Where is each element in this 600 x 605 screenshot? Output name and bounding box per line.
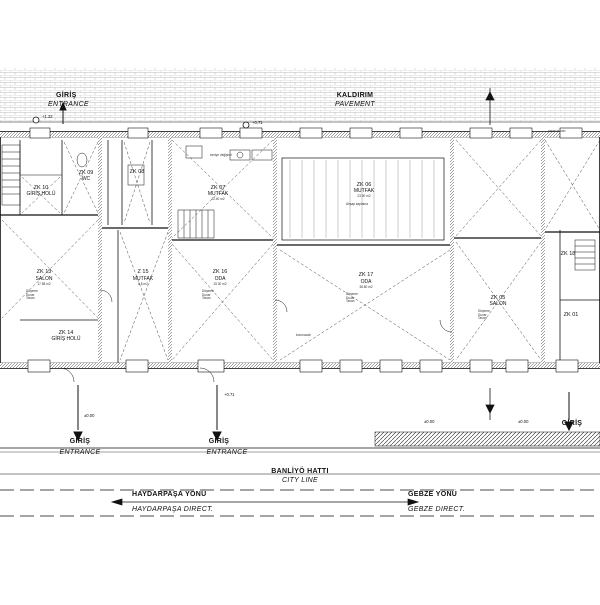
room-name: MUTFAK [132,276,154,282]
room-area: 17.58 m2 [37,282,51,286]
room-id: ZK 16 [212,269,228,275]
room-id: ZK 06 [356,182,372,188]
door-swings [59,289,453,383]
room-name: MUTFAK [353,188,375,194]
room-name: SALON [489,301,507,307]
ceiling-label: Tavan [202,296,211,301]
entrance-label-tr: GİRİŞ [69,438,91,445]
room-id: ZK 08 [129,169,145,175]
elevation-mark: ±0.00 [84,413,95,418]
wall-label: Duvar [346,295,355,300]
elevation-mark: +0.71 [224,392,235,397]
room-name: WC [81,176,91,182]
city-line-label-tr: BANLİYÖ HATTI [271,468,329,475]
entrance-label-en: ENTRANCE [48,101,89,108]
room-id: ZK 07 [210,185,226,191]
room-id: ZK 01 [563,312,579,318]
rail-platform [374,431,600,447]
room-area: 22.40 m2 [211,197,225,201]
room-name: GİRİŞ HOLÜ [26,191,56,197]
room-id: ZK 18 [560,251,576,257]
stair [1,144,21,206]
pavement-label-tr: KALDIRIM [336,92,374,99]
haydarpasa-direction-tr: HAYDARPAŞA YÖNÜ [132,491,207,498]
ceiling-label: Tavan [346,299,355,304]
wall-label: Duvar [26,292,35,297]
room-id: ZK 14 [58,330,74,336]
kitchen-floor-lines [281,157,445,241]
material-notes: Döşeme Duvar Tavan [26,289,38,301]
wall-label: Duvar [478,312,487,317]
material-notes: Döşeme Duvar Tavan [478,309,490,321]
gebze-direction-tr: GEBZE YÖNÜ [408,491,458,498]
floor-finish: Ahşap kaplama [346,202,368,206]
elevation-mark: +1.22 [42,114,53,119]
room-id: ZK 13 [36,269,52,275]
room-id: ZK 05 [490,295,506,301]
entrance-label-en: ENTRANCE [206,449,248,456]
plan-note: çevre duvarı [548,129,566,133]
room-name: GİRİŞ HOLÜ [51,336,81,342]
stair [177,209,215,239]
entrance-label-tr: GİRİŞ [208,438,230,445]
floor-label: Döşeme [346,292,358,296]
stair [574,239,596,271]
entrance-arrows [59,101,574,442]
track-lines [0,489,600,517]
entrance-label-tr: GİRİŞ [561,420,583,427]
haydarpasa-direction-en: HAYDARPAŞA DIRECT. [132,506,214,513]
room-area: 15.30 m2 [213,282,227,286]
pavement-area [0,68,600,122]
entrance-label-en: ENTRANCE [59,449,101,456]
pavement-label-en: PAVEMENT [334,101,376,108]
room-diagonals [1,139,600,361]
elevation-mark: ±0.00 [424,419,435,424]
ceiling-label: Tavan [26,296,35,301]
facade-openings-north [29,127,583,139]
wall-label: Duvar [202,292,211,297]
room-area: 38.80 m2 [359,285,373,289]
facade-openings [27,359,579,373]
room-name: MUTFAK [207,191,229,197]
gebze-direction-en: GEBZE DIRECT. [408,506,465,513]
plan-note: korunacak [296,333,311,337]
room-id: ZK 17 [358,272,374,278]
room-name: SALON [35,276,53,282]
elevation-mark: +0.71 [252,120,263,125]
floor-label: Döşeme [478,309,490,313]
room-id: Z 15 [137,269,149,275]
floor-label: Döşeme [202,289,214,293]
city-line-label-en: CITY LINE [281,477,319,484]
room-area: 6.8 m2 [138,282,148,286]
room-id: ZK 09 [78,170,94,176]
room-id: ZK 10 [33,185,49,191]
direction-arrows [110,498,420,506]
room-name: ODA [360,279,372,285]
fixtures [76,145,273,186]
room-name: ODA [214,276,226,282]
entrance-label-tr: GİRİŞ [56,92,77,99]
elevation-mark: ±0.00 [518,419,529,424]
plan-note: seviye değişimi [210,153,232,157]
material-notes: Döşeme Duvar Tavan [202,289,214,301]
section-markers [32,88,495,420]
room-area: 23.90 m2 [357,194,371,198]
ceiling-label: Tavan [478,316,487,321]
material-notes: Döşeme Duvar Tavan [346,292,358,304]
floor-label: Döşeme [26,289,38,293]
